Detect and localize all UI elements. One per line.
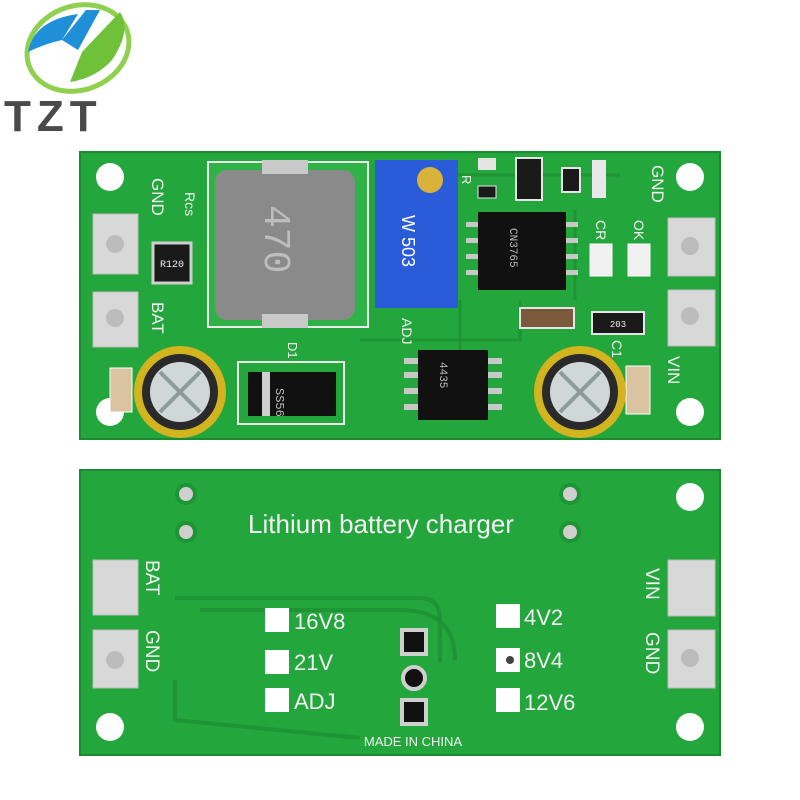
pcb-bottom-board: Lithium battery charger BAT GND VIN GND …	[79, 469, 721, 756]
via	[175, 521, 197, 543]
smd-capacitor-right	[625, 365, 651, 415]
label-vin-bottom: VIN	[641, 568, 662, 600]
center-pad	[400, 628, 428, 656]
label-16v8: 16V8	[294, 609, 345, 634]
label-gnd-right: GND	[648, 165, 667, 203]
diode	[248, 372, 336, 416]
ic-controller-marking: CN3765	[506, 228, 518, 268]
mount-hole	[676, 483, 704, 511]
terminal-pad-bat-bottom	[92, 559, 139, 616]
label-c1: C1	[609, 340, 625, 358]
ic-mosfet	[418, 350, 488, 420]
label-4v2: 4V2	[524, 605, 563, 630]
smd-capacitor-left	[109, 367, 133, 413]
potentiometer-knob	[417, 167, 443, 193]
label-made-in-china: MADE IN CHINA	[364, 734, 463, 749]
label-adj-bottom: ADJ	[294, 689, 336, 714]
terminal-pad-bat	[92, 291, 139, 348]
diode-marking: SS56	[272, 388, 286, 417]
jumper-pad-21v	[265, 650, 289, 674]
label-bat-bottom: BAT	[141, 560, 162, 596]
center-pad	[400, 698, 428, 726]
jumper-pad-16v8	[265, 608, 289, 632]
inductor-marking: 470	[253, 205, 296, 273]
mount-hole	[676, 713, 704, 741]
jumper-pad-4v2	[496, 604, 520, 628]
jumper-pad-adj	[265, 688, 289, 712]
led-cr	[589, 243, 613, 277]
rcs-resistor	[151, 241, 193, 285]
ic-controller	[478, 212, 566, 290]
mount-hole	[96, 163, 124, 191]
potentiometer	[375, 160, 458, 308]
inductor	[215, 170, 355, 320]
brand-name: TZT	[4, 92, 103, 141]
label-r: R	[459, 175, 474, 184]
pcb-top-board: 470 R120 GND BAT Rcs W 503 ADJ R GND CN3…	[79, 151, 721, 440]
mount-hole	[676, 163, 704, 191]
label-vin: VIN	[664, 356, 683, 384]
label-gnd-left-bottom: GND	[141, 630, 162, 672]
terminal-pad-vin-bottom	[667, 559, 716, 617]
brand-logo	[0, 0, 160, 150]
potentiometer-marking: W 503	[398, 215, 418, 267]
via	[559, 483, 581, 505]
label-21v: 21V	[294, 650, 333, 675]
label-8v4: 8V4	[524, 648, 563, 673]
resistor-marking: R120	[160, 260, 184, 271]
label-cr: CR	[593, 220, 609, 240]
label-ok: OK	[631, 220, 647, 241]
led-ok	[627, 243, 651, 277]
label-d1: D1	[285, 342, 300, 359]
board-title: Lithium battery charger	[248, 509, 514, 539]
label-adj-top: ADJ	[399, 318, 415, 344]
jumper-pad-12v6	[496, 688, 520, 712]
terminal-pad-vin	[667, 289, 716, 347]
mount-hole	[96, 713, 124, 741]
via	[559, 521, 581, 543]
label-rcs: Rcs	[182, 192, 198, 216]
label-gnd-left: GND	[148, 178, 167, 216]
logo-mark-icon	[24, 2, 132, 94]
small-resistor-marking: 203	[610, 320, 626, 330]
via	[175, 483, 197, 505]
center-pad	[401, 665, 427, 691]
label-12v6: 12V6	[524, 690, 575, 715]
label-bat-left: BAT	[148, 302, 167, 334]
label-gnd-right-bottom: GND	[641, 632, 662, 674]
mount-hole	[676, 398, 704, 426]
ic-mosfet-marking: 4435	[436, 362, 448, 388]
